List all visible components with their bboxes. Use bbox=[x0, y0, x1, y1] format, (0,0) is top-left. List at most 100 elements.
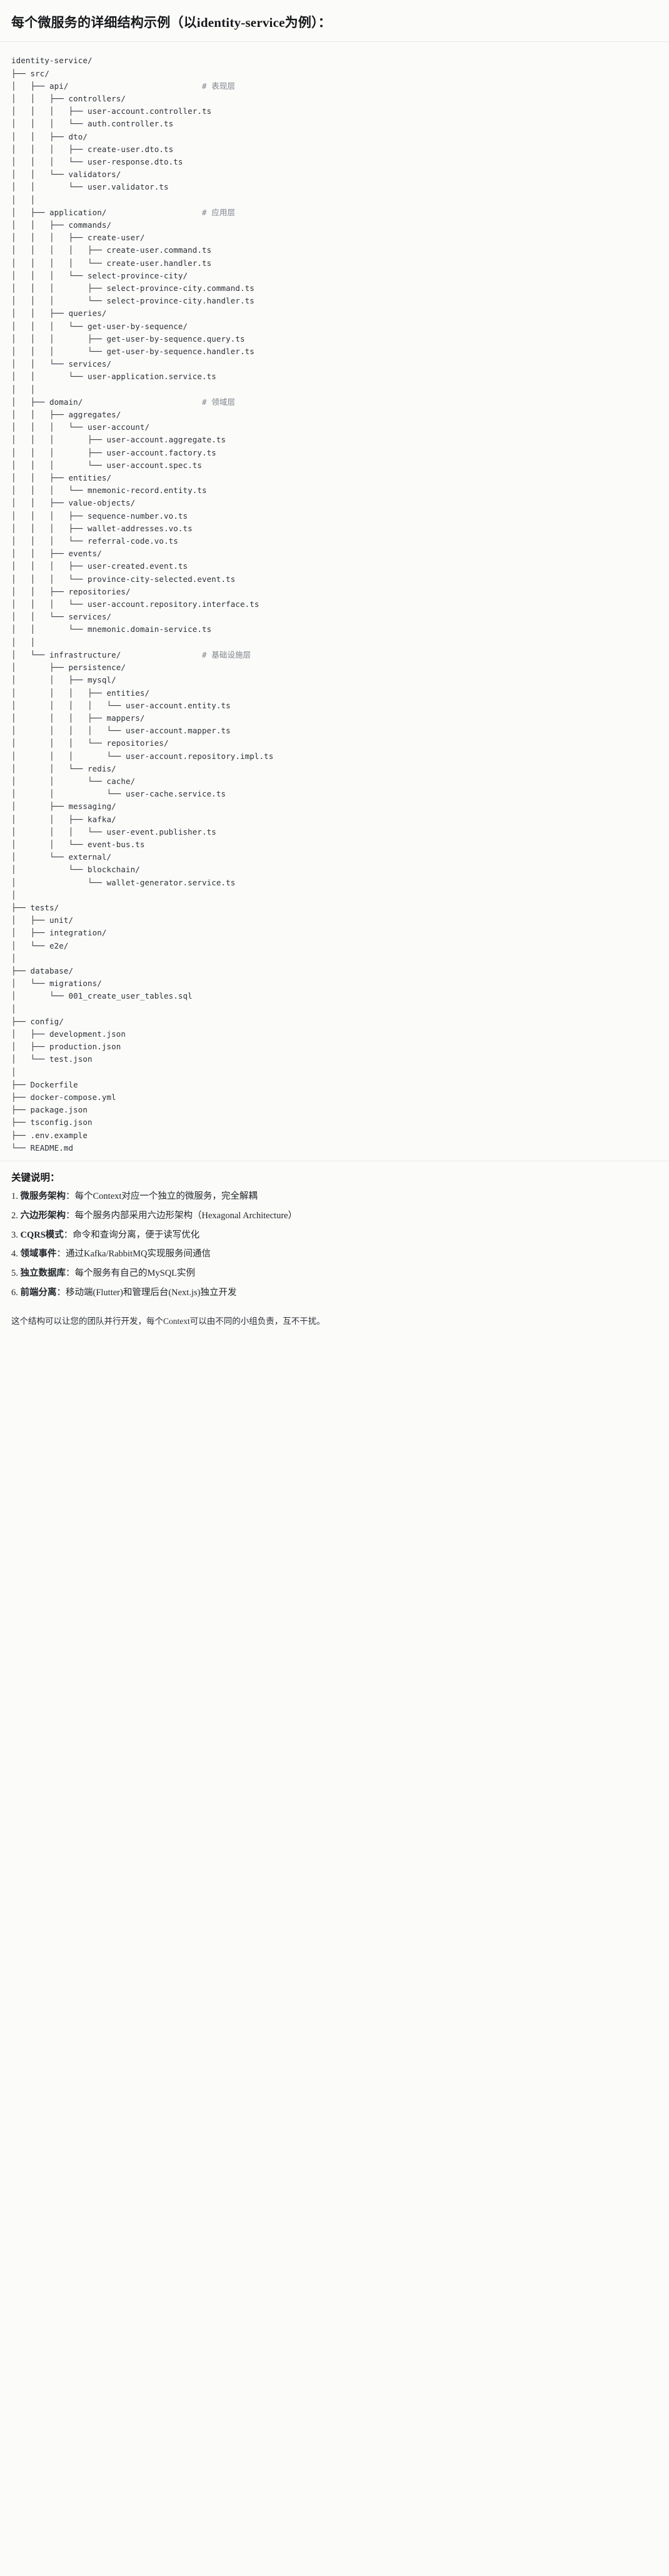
tree-line: │ │ │ ├── select-province-city.command.t… bbox=[11, 283, 254, 293]
tree-comment: # 领域层 bbox=[202, 397, 236, 407]
tree-entry-label: │ └── test.json bbox=[11, 1054, 93, 1064]
tree-entry-label: ├── package.json bbox=[11, 1105, 88, 1115]
tree-entry-label: │ └── blockchain/ bbox=[11, 865, 140, 875]
tree-entry-label: │ │ ├── events/ bbox=[11, 549, 102, 559]
tree-line: │ ├── domain/ # 领域层 bbox=[11, 397, 235, 407]
tree-entry-label: ├── config/ bbox=[11, 1016, 64, 1026]
tree-entry-label: │ │ │ └── get-user-by-sequence/ bbox=[11, 321, 188, 331]
tree-line: │ │ │ └── mnemonic-record.entity.ts bbox=[11, 486, 207, 495]
tree-entry-label: │ │ │ ├── wallet-addresses.vo.ts bbox=[11, 523, 193, 533]
tree-line: │ │ │ │ └── create-user.handler.ts bbox=[11, 258, 211, 268]
tree-entry-label: │ │ │ ├── user-created.event.ts bbox=[11, 561, 188, 571]
key-point-item: 3. CQRS模式：命令和查询分离，便于读写优化 bbox=[11, 1229, 658, 1243]
tree-line: │ │ │ └── select-province-city.handler.t… bbox=[11, 296, 254, 305]
tree-entry-label: │ │ bbox=[11, 637, 36, 647]
tree-line: ├── src/ bbox=[11, 69, 49, 78]
tree-line: │ ├── unit/ bbox=[11, 915, 73, 925]
tree-entry-label: │ └── e2e/ bbox=[11, 940, 69, 950]
tree-line: │ │ │ └── auth.controller.ts bbox=[11, 119, 173, 128]
tree-line: │ bbox=[11, 954, 16, 963]
tree-line: │ │ │ └── user-account.repository.interf… bbox=[11, 599, 259, 609]
tree-entry-label: │ │ │ └── province-city-selected.event.t… bbox=[11, 574, 236, 584]
tree-entry-label: │ ├── integration/ bbox=[11, 928, 107, 938]
key-point-number: 2. bbox=[11, 1210, 21, 1221]
tree-entry-label: └── README.md bbox=[11, 1143, 74, 1153]
tree-line: │ └── e2e/ bbox=[11, 941, 69, 950]
tree-entry-label: │ │ │ ├── create-user.dto.ts bbox=[11, 144, 174, 154]
key-point-description: 移动端(Flutter)和管理后台(Next.js)独立开发 bbox=[66, 1287, 237, 1298]
key-point-term: 微服务架构 bbox=[20, 1191, 66, 1202]
tree-entry-label: │ │ └── services/ bbox=[11, 359, 112, 369]
tree-line: ├── Dockerfile bbox=[11, 1080, 78, 1089]
key-point-term: 前端分离 bbox=[20, 1287, 57, 1298]
tree-comment: # 基础设施层 bbox=[202, 649, 251, 659]
tree-line: ├── docker-compose.yml bbox=[11, 1092, 116, 1102]
tree-line: │ ├── api/ # 表现层 bbox=[11, 81, 235, 91]
tree-entry-label: │ │ ├── kafka/ bbox=[11, 814, 116, 824]
tree-line: │ │ bbox=[11, 638, 35, 647]
tree-line: │ │ ├── repositories/ bbox=[11, 587, 131, 596]
document-header: 每个微服务的详细结构示例（以identity-service为例）： bbox=[0, 0, 669, 43]
tree-line: │ │ ├── commands/ bbox=[11, 220, 111, 230]
tree-line: │ │ │ ├── mappers/ bbox=[11, 713, 145, 723]
tree-line: │ │ │ └── repositories/ bbox=[11, 738, 169, 748]
tree-comment: # 应用层 bbox=[202, 207, 236, 217]
tree-entry-label: │ │ ├── dto/ bbox=[11, 131, 88, 141]
tree-entry-label: │ │ │ └── select-province-city.handler.t… bbox=[11, 296, 254, 306]
tree-entry-label: │ │ │ └── user-account.repository.interf… bbox=[11, 599, 259, 609]
tree-entry-label: │ │ ├── controllers/ bbox=[11, 93, 126, 103]
tree-line: │ │ │ ├── user-created.event.ts bbox=[11, 561, 188, 571]
tree-entry-label: │ │ └── services/ bbox=[11, 612, 112, 622]
tree-entry-label: │ ├── domain/ bbox=[11, 397, 83, 407]
key-point-number: 3. bbox=[11, 1229, 21, 1240]
tree-entry-label: ├── docker-compose.yml bbox=[11, 1092, 116, 1102]
key-point-separator: ： bbox=[66, 1191, 75, 1202]
tree-entry-label: │ │ │ ├── entities/ bbox=[11, 688, 150, 698]
tree-line: │ └── wallet-generator.service.ts bbox=[11, 878, 235, 887]
tree-entry-label: │ bbox=[11, 890, 16, 900]
tree-entry-label: │ │ └── user-application.service.ts bbox=[11, 372, 216, 382]
tree-line: │ │ └── user-application.service.ts bbox=[11, 372, 216, 381]
tree-line: │ │ ├── mysql/ bbox=[11, 675, 116, 685]
tree-entry-label: │ bbox=[11, 953, 16, 963]
tree-entry-label: │ │ ├── aggregates/ bbox=[11, 410, 121, 420]
tree-line: │ │ │ │ ├── create-user.command.ts bbox=[11, 245, 211, 255]
key-point-term: CQRS模式 bbox=[20, 1229, 64, 1240]
tree-entry-label: │ ├── api/ bbox=[11, 81, 69, 91]
tree-entry-label: │ │ │ └── user-account/ bbox=[11, 422, 150, 432]
tree-entry-label: │ │ │ ├── get-user-by-sequence.query.ts bbox=[11, 333, 245, 344]
tree-entry-label: │ ├── application/ bbox=[11, 207, 107, 217]
tree-line: │ └── blockchain/ bbox=[11, 865, 140, 874]
tree-entry-label: │ │ ├── queries/ bbox=[11, 308, 107, 318]
tree-entry-label: ├── tsconfig.json bbox=[11, 1117, 93, 1128]
tree-line: │ │ ├── queries/ bbox=[11, 308, 107, 318]
tree-line: │ │ │ │ └── user-account.mapper.ts bbox=[11, 726, 231, 735]
tree-line: │ │ │ ├── user-account.factory.ts bbox=[11, 448, 216, 457]
tree-entry-label: │ └── external/ bbox=[11, 852, 112, 862]
tree-line: │ │ │ ├── entities/ bbox=[11, 688, 149, 698]
tree-line: │ └── 001_create_user_tables.sql bbox=[11, 991, 193, 1000]
key-point-item: 5. 独立数据库：每个服务有自己的MySQL实例 bbox=[11, 1267, 658, 1281]
tree-comment: # 表现层 bbox=[202, 81, 236, 91]
key-point-item: 2. 六边形架构：每个服务内部采用六边形架构（Hexagonal Archite… bbox=[11, 1209, 658, 1223]
tree-line: │ │ │ ├── sequence-number.vo.ts bbox=[11, 511, 188, 521]
tree-entry-label: │ │ │ └── user-account.repository.impl.t… bbox=[11, 751, 274, 761]
tree-entry-label: │ bbox=[11, 1004, 16, 1014]
tree-line: │ └── test.json bbox=[11, 1054, 93, 1064]
tree-line: │ │ └── services/ bbox=[11, 359, 111, 369]
key-point-description: 每个Context对应一个独立的微服务，完全解耦 bbox=[74, 1191, 258, 1202]
tree-line: │ │ │ ├── user-account.controller.ts bbox=[11, 106, 211, 116]
tree-entry-label: │ │ ├── mysql/ bbox=[11, 675, 116, 685]
tree-line: ├── database/ bbox=[11, 966, 73, 975]
tree-line: │ │ └── user-cache.service.ts bbox=[11, 789, 226, 798]
tree-entry-label: ├── Dockerfile bbox=[11, 1079, 78, 1089]
tree-entry-label: │ │ ├── entities/ bbox=[11, 473, 112, 483]
tree-line: │ │ │ ├── create-user/ bbox=[11, 233, 145, 242]
tree-entry-label: │ │ │ │ ├── create-user.command.ts bbox=[11, 245, 212, 255]
tree-line: ├── .env.example bbox=[11, 1131, 88, 1140]
key-point-description: 命令和查询分离，便于读写优化 bbox=[73, 1229, 200, 1240]
tree-entry-label: ├── .env.example bbox=[11, 1130, 88, 1140]
tree-line: │ │ ├── controllers/ bbox=[11, 94, 126, 103]
tree-entry-label: │ │ ├── commands/ bbox=[11, 220, 112, 230]
